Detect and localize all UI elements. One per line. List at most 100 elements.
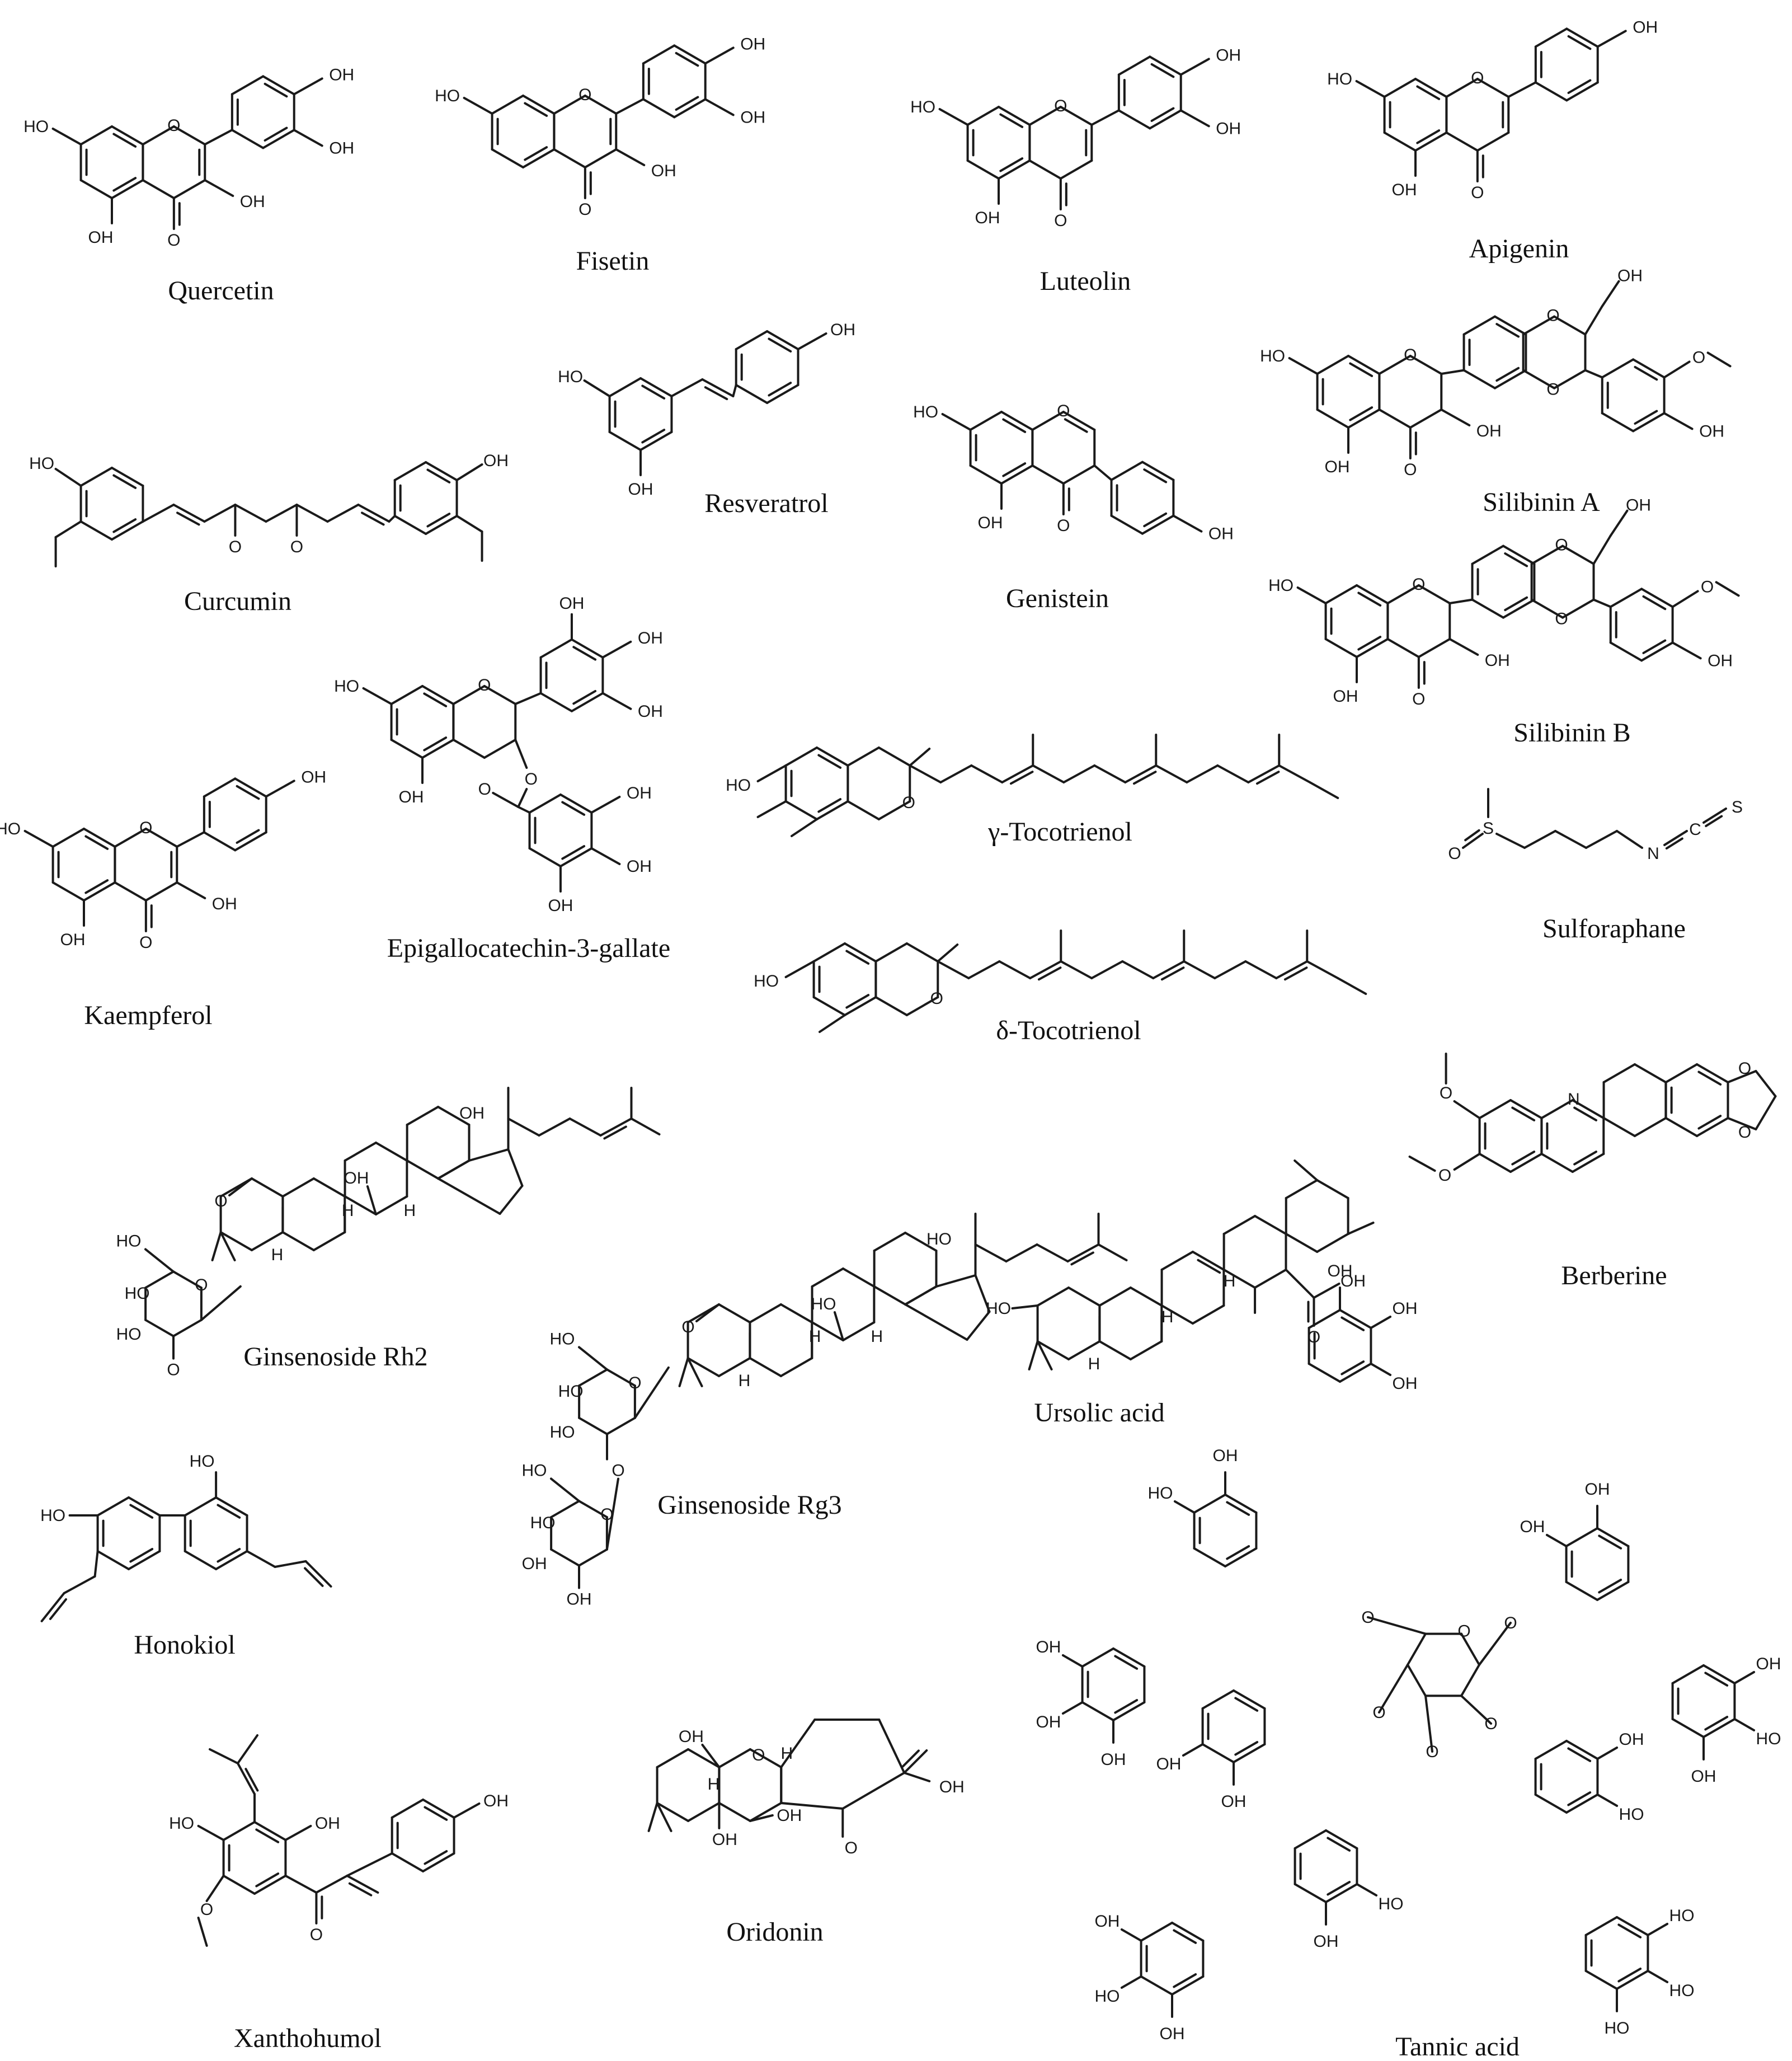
double-bond (348, 1882, 373, 1896)
bond (1561, 598, 1595, 619)
atom-label: OH (628, 480, 653, 499)
bond (1036, 1287, 1070, 1307)
bond (749, 1814, 774, 1822)
atom-label: O (290, 538, 303, 556)
bond (203, 777, 237, 798)
bond (1378, 355, 1412, 375)
atom-label: N (1647, 844, 1659, 863)
double-bond (1495, 323, 1520, 338)
bond (388, 515, 396, 523)
bond (599, 1118, 633, 1137)
bond (1029, 960, 1062, 979)
double-bond (1064, 418, 1088, 433)
bond (1409, 355, 1443, 375)
atom-label: HO (23, 118, 49, 136)
bond (284, 1875, 318, 1894)
atom-label: OH (978, 514, 1003, 532)
double-bond (361, 511, 385, 526)
bond (111, 520, 144, 541)
atom-label: H (809, 1327, 821, 1346)
double-bond (1504, 552, 1528, 567)
bond (846, 800, 880, 820)
double-bond (1341, 1360, 1365, 1375)
atom-label: OH (1036, 1713, 1061, 1731)
atom-label: OH (1708, 651, 1733, 670)
bond (1414, 78, 1448, 98)
bond (1609, 641, 1643, 662)
bond (498, 1185, 524, 1215)
bond (514, 692, 542, 705)
double-bond (524, 146, 548, 161)
atom-label: HO (811, 1295, 836, 1313)
atom-label: OH (1476, 422, 1502, 440)
bond (578, 1368, 608, 1387)
double-bond (1283, 966, 1308, 981)
bond (1140, 1975, 1173, 1996)
bond (209, 1748, 239, 1764)
bond (1671, 641, 1702, 660)
atom-label: HO (1379, 1895, 1404, 1913)
atom-label: OH (638, 702, 663, 721)
double-bond (524, 102, 548, 117)
bond (816, 747, 849, 767)
bond (833, 1311, 844, 1341)
atom-label: O (578, 86, 591, 104)
bond (83, 881, 116, 902)
double-bond (423, 736, 448, 752)
bond (374, 1142, 408, 1162)
bond (205, 1875, 225, 1902)
bond (1509, 1099, 1543, 1119)
atom-label: OH (399, 788, 424, 806)
double-bond (1132, 771, 1157, 785)
bond (1031, 411, 1065, 431)
bond (1183, 960, 1216, 979)
atom-label: O (1701, 578, 1714, 596)
bond (1031, 464, 1065, 485)
compound-name-kaempferol: Kaempferol (84, 1001, 212, 1030)
bond (605, 1477, 619, 1551)
bond (1370, 1316, 1392, 1329)
bond (437, 1177, 501, 1215)
bond (1061, 1701, 1084, 1715)
double-bond (704, 386, 728, 401)
atom-label: O (1426, 1743, 1438, 1761)
bond (1522, 369, 1556, 389)
double-bond (1349, 406, 1374, 421)
atom-label: O (1546, 381, 1559, 399)
bond (251, 1231, 284, 1251)
bond (642, 98, 676, 119)
atom-label: OH (1221, 1792, 1247, 1811)
bond (1129, 1340, 1163, 1360)
bond (570, 638, 604, 659)
bond (453, 1802, 481, 1819)
bond (1471, 544, 1504, 565)
double-bond (1573, 1151, 1597, 1166)
atom-label: O (752, 1746, 765, 1764)
double-bond (1697, 1115, 1722, 1130)
bond (969, 411, 1003, 431)
structure-tannic-acid: OOHOHOHHOOHOHOHOHHOOHOHOHOHOHOHOHHOHOOHO… (1036, 1262, 1781, 2043)
bond (1440, 409, 1471, 426)
bond (1356, 638, 1389, 658)
double-bond (129, 1548, 154, 1563)
double-bond (426, 513, 451, 528)
double-bond (1704, 1672, 1729, 1687)
bond (647, 1802, 659, 1832)
bond (215, 1496, 248, 1517)
bond (904, 1232, 938, 1252)
atom-label: OH (1101, 1750, 1126, 1769)
bond (114, 828, 147, 848)
bond (391, 1852, 425, 1872)
compound-name-tannic-acid: Tannic acid (1395, 2032, 1520, 2061)
bond (639, 431, 673, 451)
bond (1081, 1647, 1114, 1668)
bond (1201, 1743, 1235, 1763)
atom-label: O (200, 1900, 213, 1919)
atom-label: O (1361, 1608, 1374, 1627)
bond (1171, 1975, 1205, 1996)
atom-label: O (214, 1192, 227, 1210)
bond (1530, 598, 1564, 619)
